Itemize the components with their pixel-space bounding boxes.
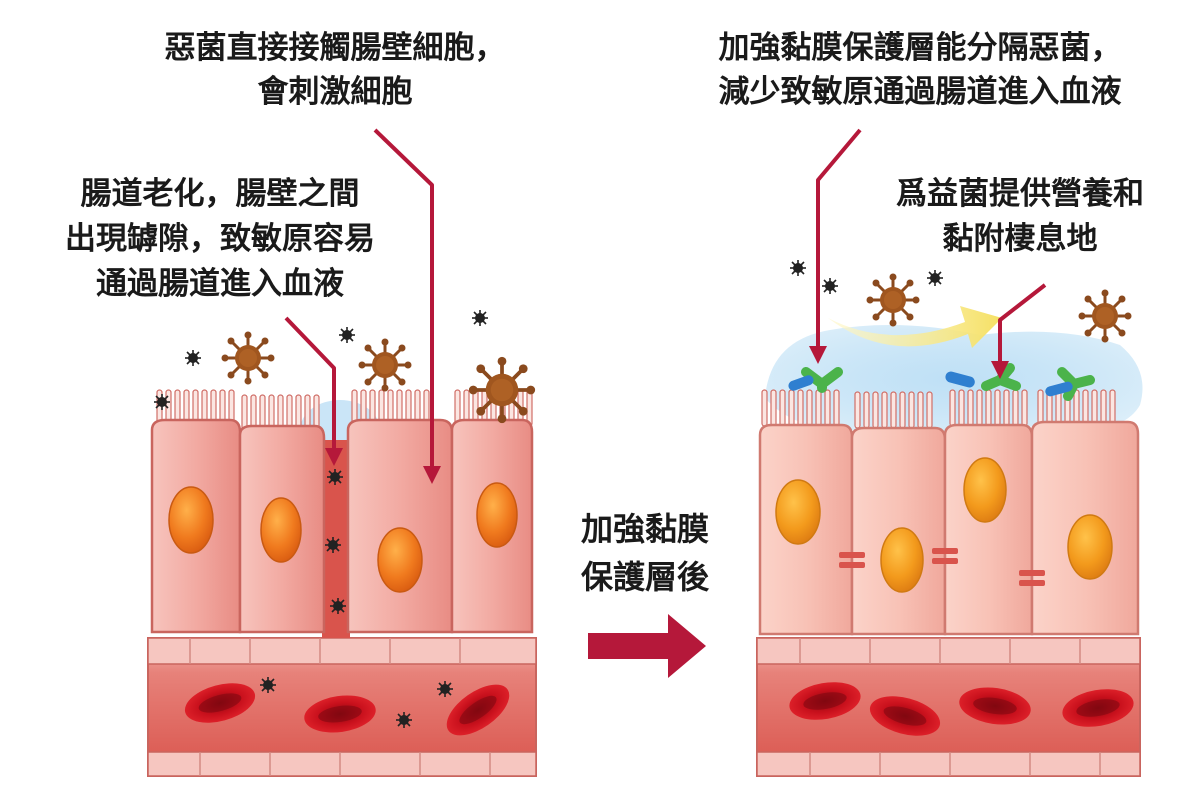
label-bacteria-contact: 惡菌直接接觸腸壁細胞， 會刺激細胞 [164, 30, 506, 110]
label-probiotic-habitat: 爲益菌提供營養和 黏附棲息地 [896, 176, 1144, 257]
label-mucus-protection: 加強黏膜保護層能分隔惡菌， 減少致敏原通過腸道進入血液 [718, 30, 1122, 110]
arrow-right-icon [588, 614, 706, 678]
pointer-arrow-habitat [998, 283, 1047, 365]
probiotic-bacteria-icon [788, 363, 1095, 401]
nutrient-arrow [828, 306, 1002, 348]
label-aging-gap: 腸道老化，腸壁之間 出現罅隙，致敏原容易 通過腸道進入血液 [65, 176, 375, 302]
blood-vessel [147, 637, 537, 777]
epithelial-cells-left [150, 418, 534, 634]
pointer-arrow-gap [284, 316, 336, 452]
pointer-arrow-bacteria [373, 128, 434, 470]
left-panel [147, 128, 537, 777]
label-after-mucus: 加強黏膜 保護層後 [580, 510, 709, 596]
pointer-arrow-mucus [816, 128, 862, 350]
epithelial-cells-right [758, 420, 1140, 636]
right-panel [756, 128, 1143, 777]
blood-vessel-right [756, 637, 1141, 777]
